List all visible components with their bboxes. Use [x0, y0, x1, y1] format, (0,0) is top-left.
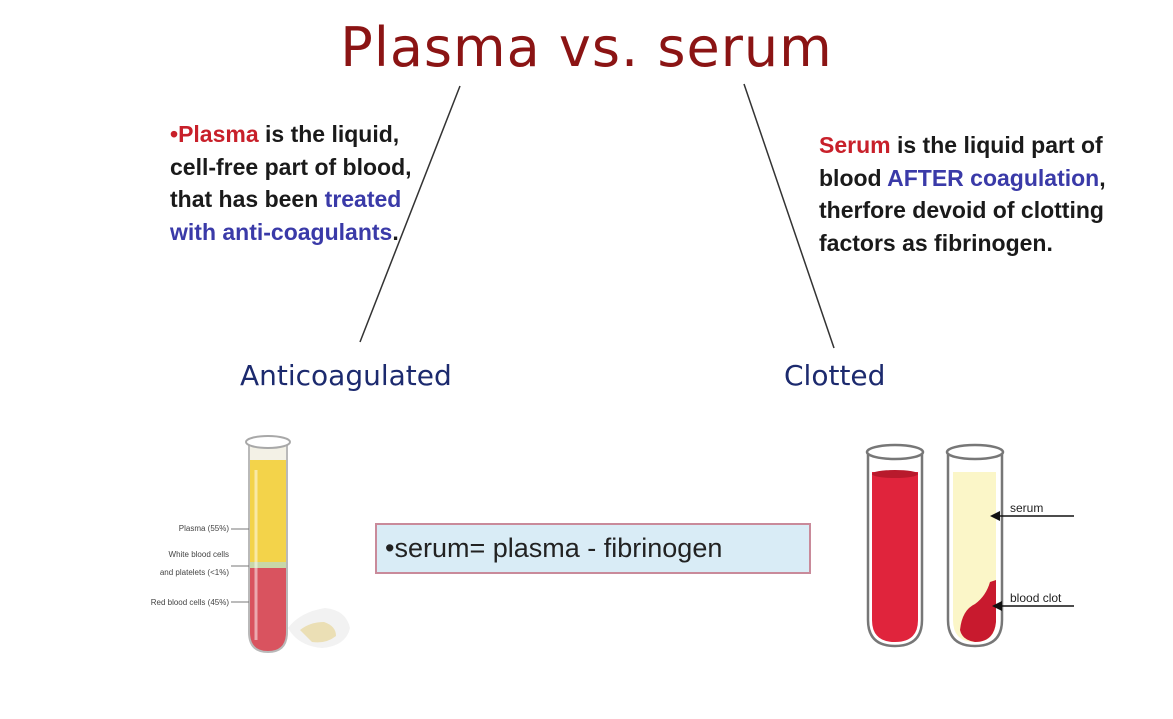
plasma-highlight: treated with anti-coagulants [170, 186, 402, 245]
clot-tube-label: blood clot [1010, 591, 1062, 605]
connector-line-right [743, 83, 835, 349]
serum-tube-label: serum [1010, 501, 1043, 515]
bullet: • [170, 121, 179, 147]
left-tube-label-lines [231, 528, 249, 603]
plasma-percent-label: Plasma (55%) [179, 524, 230, 533]
serum-arrow [990, 511, 1074, 521]
wbc-label-line1: White blood cells [169, 550, 229, 559]
serum-text-2: , therfore devoid of clotting factors as… [819, 164, 1106, 256]
connector-line-left [359, 85, 461, 343]
serum-text-1: is the liquid part of blood [819, 132, 1103, 191]
formula-box: •serum= plasma - fibrinogen [375, 523, 811, 574]
plasma-term: Plasma [178, 121, 259, 147]
anticoagulated-tube [245, 435, 350, 654]
page-title: Plasma vs. serum [340, 16, 833, 79]
blood-tube [865, 443, 925, 648]
plasma-end: . [392, 218, 399, 245]
clot-arrow [992, 601, 1074, 611]
serum-tube [945, 443, 1005, 648]
serum-definition: Serum is the liquid part of blood AFTER … [819, 129, 1139, 259]
wbc-label-line2: and platelets (<1%) [160, 568, 229, 577]
plasma-text: is the liquid, cell-free part of blood, … [170, 121, 412, 212]
serum-term: Serum [819, 132, 891, 158]
plasma-definition: •Plasma is the liquid, cell-free part of… [170, 118, 420, 248]
anticoagulated-label: Anticoagulated [240, 359, 452, 392]
clotted-label: Clotted [784, 359, 886, 392]
serum-highlight: AFTER coagulation [887, 164, 1100, 191]
rbc-label: Red blood cells (45%) [151, 598, 230, 607]
